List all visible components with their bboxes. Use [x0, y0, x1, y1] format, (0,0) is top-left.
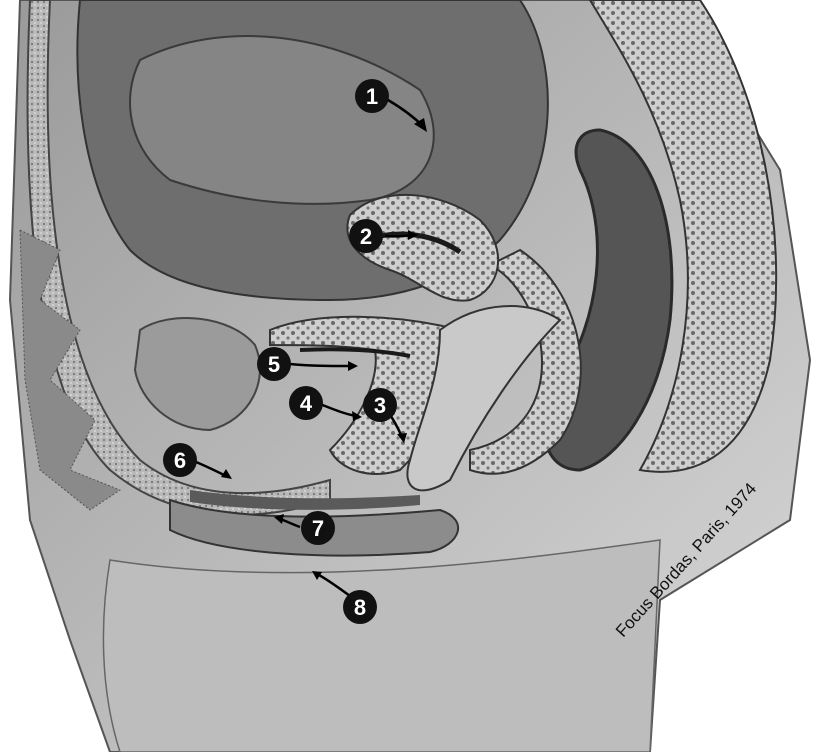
marker-2-label: 2 [360, 224, 372, 249]
marker-5-label: 5 [268, 352, 280, 377]
marker-6-label: 6 [174, 448, 186, 473]
marker-1: 1 [355, 79, 389, 113]
marker-7: 7 [301, 511, 335, 545]
marker-8: 8 [343, 590, 377, 624]
marker-4: 4 [289, 386, 323, 420]
marker-2: 2 [349, 219, 383, 253]
marker-1-label: 1 [366, 84, 378, 109]
marker-8-label: 8 [354, 595, 366, 620]
thigh [103, 540, 660, 752]
marker-3: 3 [363, 388, 397, 422]
marker-5: 5 [257, 347, 291, 381]
marker-3-label: 3 [374, 393, 386, 418]
marker-6: 6 [163, 443, 197, 477]
marker-4-label: 4 [300, 391, 313, 416]
marker-7-label: 7 [312, 516, 324, 541]
